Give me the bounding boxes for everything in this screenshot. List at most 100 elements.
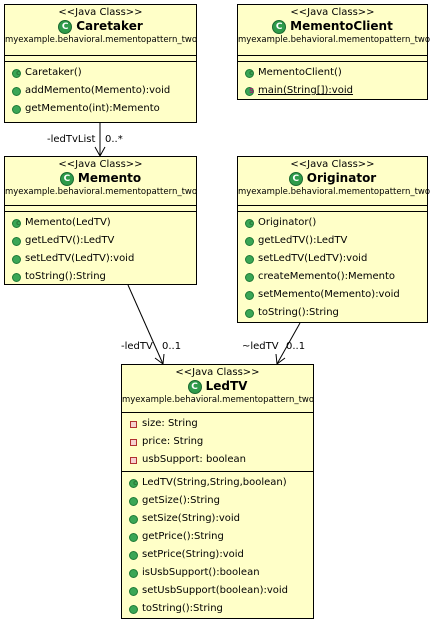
class-name: Memento [77,171,142,185]
method-row[interactable]: addMemento(Memento):void [5,82,196,100]
package-label: myexample.behavioral.mementopattern_two [122,395,315,405]
public-method-icon [244,254,254,264]
public-method-icon [11,104,21,114]
class-header: <<Java Class>> C Originator myexample.be… [238,157,431,203]
divider [122,471,313,472]
constructor-icon: c [244,68,254,78]
class-originator[interactable]: <<Java Class>> C Originator myexample.be… [237,156,431,323]
class-header: <<Java Class>> C LedTV myexample.behavio… [122,365,315,411]
public-method-icon [244,272,254,282]
stereotype-label: <<Java Class>> [290,7,375,18]
public-method-icon [244,236,254,246]
divider [5,205,196,206]
method-row[interactable]: setSize(String):void [122,510,313,528]
field-row[interactable]: size: String [122,415,313,433]
originator-ledtv-arrowhead [275,353,286,365]
public-method-icon [11,86,21,96]
stereotype-label: <<Java Class>> [58,7,143,18]
divider [122,412,313,413]
package-label: myexample.behavioral.mementopattern_two [238,35,431,45]
constructor-icon: c [11,218,21,228]
divider [238,61,427,62]
memento-ledtv-line [127,284,164,365]
method-row[interactable]: getLedTV():LedTV [238,232,427,250]
stereotype-label: <<Java Class>> [175,367,260,378]
static-method-icon: S [244,86,254,96]
method-row[interactable]: getSize():String [122,492,313,510]
stereotype-label: <<Java Class>> [290,159,375,170]
constructor-icon: c [11,68,21,78]
divider [5,61,196,62]
divider [238,211,427,212]
class-icon: C [272,19,287,34]
class-name: LedTV [205,379,248,393]
class-mementoclient[interactable]: <<Java Class>> C MementoClient myexample… [237,4,431,100]
class-name: Originator [306,171,377,185]
public-method-icon [244,290,254,300]
stereotype-label: <<Java Class>> [58,159,143,170]
package-label: myexample.behavioral.mementopattern_two [5,187,198,197]
class-caretaker[interactable]: <<Java Class>> C Caretaker myexample.beh… [4,4,197,123]
field-row[interactable]: usbSupport: boolean [122,451,313,469]
originator-ledtv-role: ~ledTV [242,341,279,352]
method-row[interactable]: toString():String [5,268,196,286]
public-method-icon [128,496,138,506]
method-row[interactable]: getMemento(int):Memento [5,100,196,118]
caretaker-memento-multiplicity: 0..* [105,134,123,145]
memento-ledtv-role: -ledTV [121,341,153,352]
method-row[interactable]: toString():String [122,600,313,618]
class-memento[interactable]: <<Java Class>> C Memento myexample.behav… [4,156,197,285]
public-method-icon [11,236,21,246]
public-method-icon [128,514,138,524]
class-icon: C [187,379,202,394]
public-method-icon [11,272,21,282]
field-row[interactable]: price: String [122,433,313,451]
method-row[interactable]: isUsbSupport():boolean [122,564,313,582]
public-method-icon [128,586,138,596]
method-row[interactable]: setLedTV(LedTV):void [238,250,427,268]
caretaker-memento-role: -ledTvList [47,134,96,145]
method-row[interactable]: setMemento(Memento):void [238,286,427,304]
class-header: <<Java Class>> C Caretaker myexample.beh… [5,5,198,51]
public-method-icon [128,604,138,614]
divider [5,55,196,56]
private-field-icon [128,437,138,447]
method-row[interactable]: getLedTV():LedTV [5,232,196,250]
method-row[interactable]: getPrice():String [122,528,313,546]
public-method-icon [128,532,138,542]
public-method-icon [244,308,254,318]
divider [238,205,427,206]
divider [5,211,196,212]
class-name: Caretaker [76,19,143,33]
method-row[interactable]: toString():String [238,304,427,322]
package-label: myexample.behavioral.mementopattern_two [238,187,431,197]
private-field-icon [128,455,138,465]
memento-ledtv-multiplicity: 0..1 [162,341,182,352]
divider [238,55,427,56]
class-ledtv[interactable]: <<Java Class>> C LedTV myexample.behavio… [121,364,314,619]
class-header: <<Java Class>> C MementoClient myexample… [238,5,431,51]
private-field-icon [128,419,138,429]
class-icon: C [59,171,74,186]
class-icon: C [58,19,73,34]
method-row[interactable]: setUsbSupport(boolean):void [122,582,313,600]
originator-ledtv-line [276,322,301,365]
method-row[interactable]: createMemento():Memento [238,268,427,286]
method-row[interactable]: setLedTV(LedTV):void [5,250,196,268]
class-icon: C [288,171,303,186]
constructor-icon: c [244,218,254,228]
public-method-icon [128,550,138,560]
constructor-icon: c [128,478,138,488]
public-method-icon [11,254,21,264]
public-method-icon [128,568,138,578]
class-name: MementoClient [290,19,393,33]
class-header: <<Java Class>> C Memento myexample.behav… [5,157,198,203]
package-label: myexample.behavioral.mementopattern_two [5,35,198,45]
method-row[interactable]: setPrice(String):void [122,546,313,564]
